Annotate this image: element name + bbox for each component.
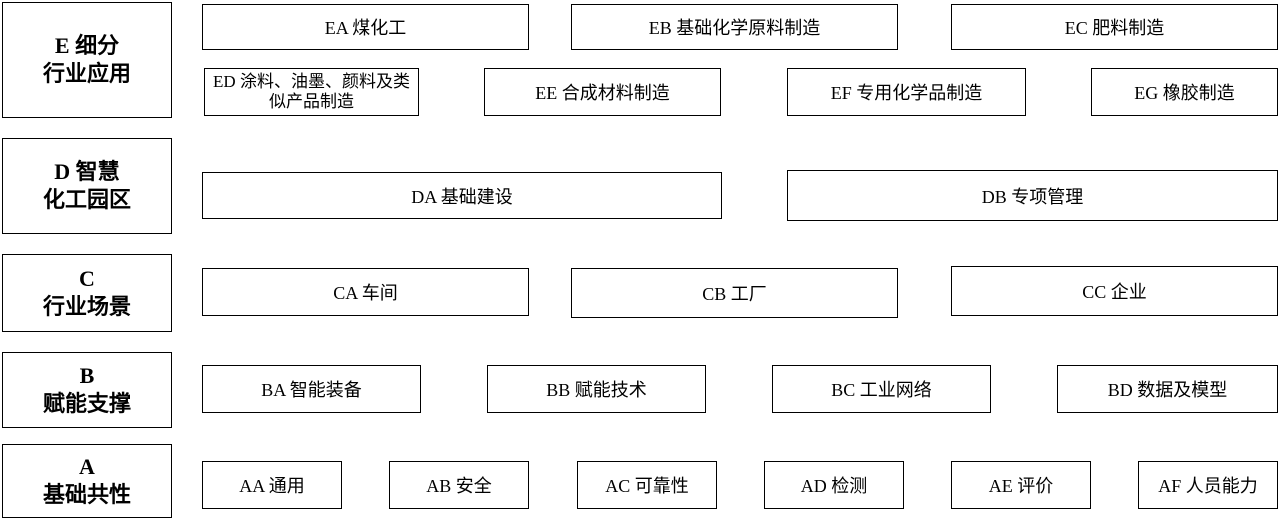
node-ba: BA 智能装备 xyxy=(202,365,421,413)
node-ad: AD 检测 xyxy=(764,461,904,509)
node-eg: EG 橡胶制造 xyxy=(1091,68,1278,116)
layer-c-label-line1: C xyxy=(79,266,95,291)
node-db: DB 专项管理 xyxy=(787,170,1278,221)
node-eb: EB 基础化学原料制造 xyxy=(571,4,898,50)
node-ac: AC 可靠性 xyxy=(577,461,717,509)
layer-e-label-line1: E 细分 xyxy=(54,33,120,58)
node-ca: CA 车间 xyxy=(202,268,529,316)
layer-a-label-line2: 基础共性 xyxy=(42,482,131,507)
layer-d-label: D 智慧 化工园区 xyxy=(2,138,172,234)
layer-e-label-line2: 行业应用 xyxy=(42,61,131,86)
layer-d-label-line2: 化工园区 xyxy=(42,187,131,212)
node-bc: BC 工业网络 xyxy=(772,365,991,413)
node-ef: EF 专用化学品制造 xyxy=(787,68,1026,116)
node-af: AF 人员能力 xyxy=(1138,461,1278,509)
node-ab: AB 安全 xyxy=(389,461,529,509)
node-ea: EA 煤化工 xyxy=(202,4,529,50)
layer-a-label: A 基础共性 xyxy=(2,444,172,518)
layer-e-label: E 细分 行业应用 xyxy=(2,2,172,118)
node-ae: AE 评价 xyxy=(951,461,1091,509)
node-ed: ED 涂料、油墨、颜料及类似产品制造 xyxy=(204,68,419,116)
node-da: DA 基础建设 xyxy=(202,172,722,219)
layer-c-label: C 行业场景 xyxy=(2,254,172,332)
layer-a-label-line1: A xyxy=(79,454,95,479)
node-ec: EC 肥料制造 xyxy=(951,4,1278,50)
layer-b-label-line2: 赋能支撑 xyxy=(42,391,131,416)
node-cc: CC 企业 xyxy=(951,266,1278,316)
node-bb: BB 赋能技术 xyxy=(487,365,706,413)
node-ee: EE 合成材料制造 xyxy=(484,68,721,116)
layer-c-label-line2: 行业场景 xyxy=(42,294,131,319)
node-aa: AA 通用 xyxy=(202,461,342,509)
node-bd: BD 数据及模型 xyxy=(1057,365,1278,413)
layer-b-label-line1: B xyxy=(79,363,95,388)
node-cb: CB 工厂 xyxy=(571,268,898,318)
layer-b-label: B 赋能支撑 xyxy=(2,352,172,428)
layer-d-label-line1: D 智慧 xyxy=(54,159,120,184)
